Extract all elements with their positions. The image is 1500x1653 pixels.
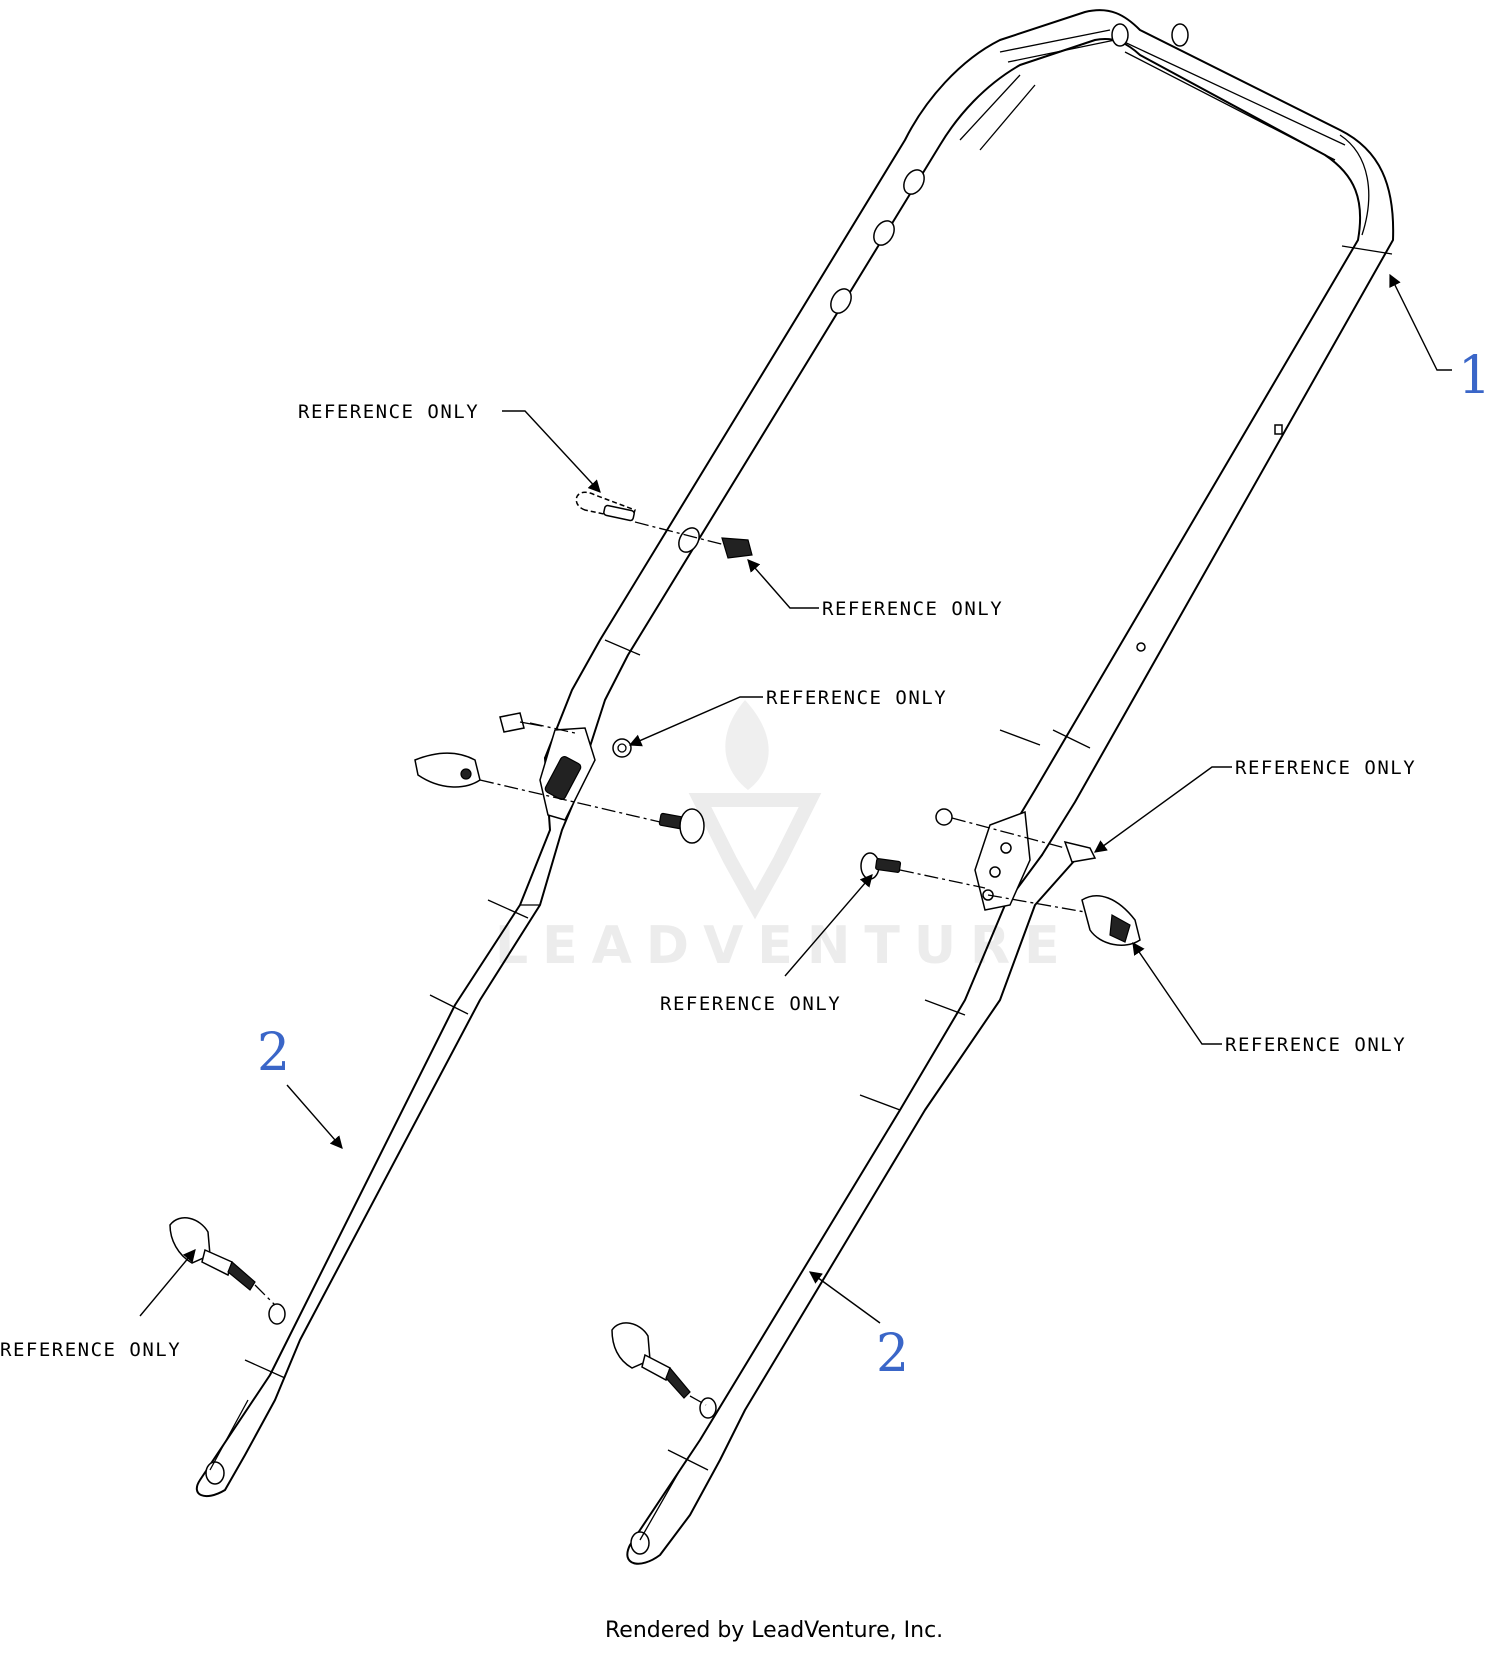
- label-reference-knob-bolt: REFERENCE ONLY: [0, 1339, 181, 1361]
- lower-handle-right: [626, 729, 1076, 1565]
- upper-handle: [544, 9, 1395, 856]
- callout-2-left: 2: [257, 1023, 290, 1083]
- callout-1: 1: [1458, 346, 1491, 406]
- leader-lines: [139, 273, 1452, 1324]
- label-reference-clip: REFERENCE ONLY: [822, 598, 1003, 620]
- label-reference-carriage-bolt: REFERENCE ONLY: [660, 993, 841, 1015]
- lower-handle-left: [195, 727, 596, 1498]
- label-reference-knob-right: REFERENCE ONLY: [1225, 1034, 1406, 1056]
- hardware: [169, 491, 1141, 1406]
- label-reference-nut-left: REFERENCE ONLY: [766, 687, 947, 709]
- footer-credit: Rendered by LeadVenture, Inc.: [605, 1618, 943, 1643]
- label-reference-bolt-right: REFERENCE ONLY: [1235, 757, 1416, 779]
- watermark-logo: LEADVENTURE: [495, 700, 1074, 976]
- watermark-text: LEADVENTURE: [495, 916, 1074, 976]
- callout-2-right: 2: [876, 1324, 909, 1384]
- label-reference-top-left: REFERENCE ONLY: [298, 401, 479, 423]
- labels: REFERENCE ONLY REFERENCE ONLY REFERENCE …: [0, 346, 1491, 1384]
